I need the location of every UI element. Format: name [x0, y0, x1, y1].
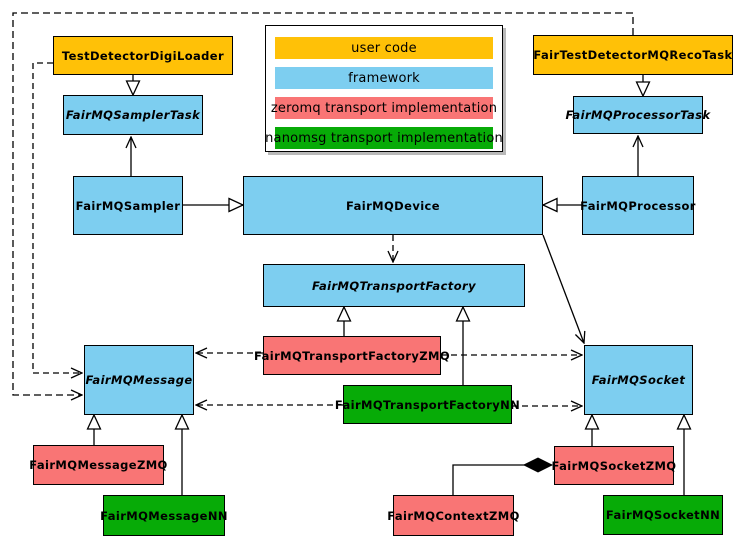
node-fairmqtransportfactory: FairMQTransportFactory	[263, 264, 525, 307]
node-fairmqsamplertask: FairMQSamplerTask	[63, 95, 203, 135]
node-fairmqprocessor: FairMQProcessor	[580, 176, 695, 235]
node-fairmqsocket: FairMQSocket	[584, 345, 693, 415]
legend-item-framework: framework	[275, 67, 493, 89]
node-fairmqsocketzmq: FairMQSocketZMQ	[552, 446, 676, 485]
node-fairtestdetectormqrecotask: FairTestDetectorMQRecoTask	[533, 35, 733, 75]
node-fairmqtransportfactorynn: FairMQTransportFactoryNN	[335, 385, 520, 424]
edge-socketzmq-contextzmq-composition	[452, 465, 552, 495]
node-fairmqsocketnn: FairMQSocketNN	[603, 495, 723, 535]
node-fairmqmessage: FairMQMessage	[84, 345, 194, 415]
edge-device-socket	[542, 234, 584, 343]
node-fairmqtransportfactoryzmq: FairMQTransportFactoryZMQ	[254, 336, 450, 375]
node-fairmqmessagenn: FairMQMessageNN	[100, 495, 227, 536]
node-fairmqprocessortask: FairMQProcessorTask	[566, 96, 710, 134]
edge-recotask-message	[12, 12, 634, 395]
edge-digiloader-message	[32, 62, 82, 373]
node-fairmqmessagezmq: FairMQMessageZMQ	[29, 445, 167, 485]
legend-item-nanomsg: nanomsg transport implementation	[265, 127, 503, 149]
legend-item-user-code: user code	[275, 37, 493, 59]
node-testdetectordigiloader: TestDetectorDigiLoader	[53, 36, 233, 75]
node-fairmqcontextzmq: FairMQContextZMQ	[387, 495, 519, 536]
legend: user code framework zeromq transport imp…	[265, 25, 503, 152]
node-fairmqsampler: FairMQSampler	[73, 176, 183, 235]
node-fairmqdevice: FairMQDevice	[243, 176, 543, 235]
legend-item-zeromq: zeromq transport implementation	[271, 97, 497, 119]
